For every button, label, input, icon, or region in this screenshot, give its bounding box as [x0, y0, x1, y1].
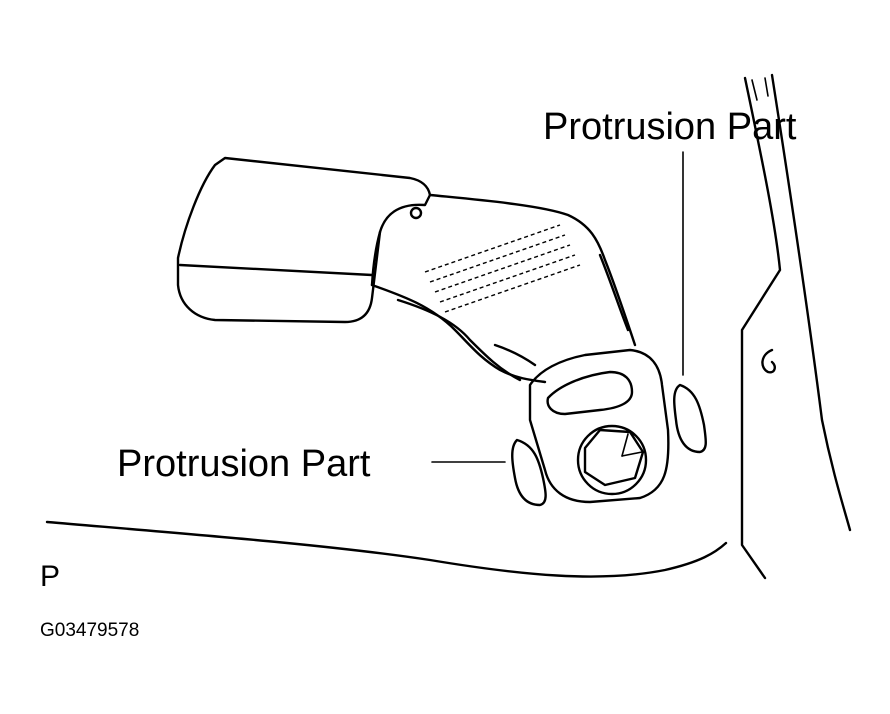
- pillar-trim: [740, 73, 852, 580]
- protrusion-label-top: Protrusion Part: [543, 106, 797, 148]
- anchor-plate: [528, 348, 670, 504]
- protrusion-label-left: Protrusion Part: [117, 443, 371, 485]
- figure-code: G03479578: [40, 620, 140, 641]
- strap: [370, 193, 637, 384]
- protrusion-part-top: [673, 151, 707, 454]
- floor-line: [45, 520, 728, 578]
- code-letter: P: [40, 560, 61, 593]
- stitching: [424, 224, 581, 313]
- protrusion-part-left: [431, 438, 547, 507]
- buckle: [176, 156, 432, 324]
